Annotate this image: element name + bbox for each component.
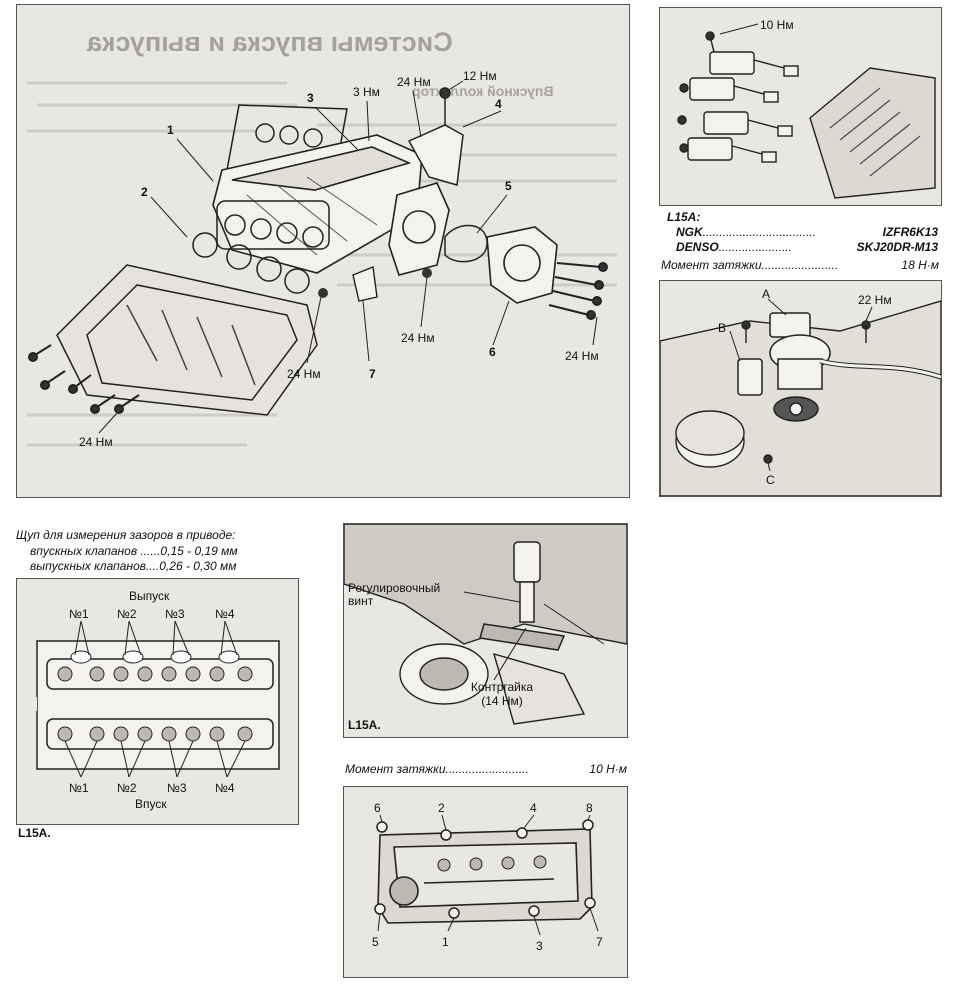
callout-2: 2 bbox=[141, 185, 148, 199]
feeler-gauge-title: Щуп для измерения зазоров в приводе: bbox=[16, 528, 236, 542]
denso-brand: DENSO bbox=[676, 240, 719, 254]
cover-bolt-7: 7 bbox=[596, 935, 603, 949]
intake-label: Впуск bbox=[135, 797, 167, 811]
torque-24nm-label-bottom: 24 Нм bbox=[79, 435, 113, 449]
intake-manifold-drawing bbox=[27, 80, 617, 447]
exhaust-cyl-3: №3 bbox=[165, 607, 185, 621]
cover-bolt-6: 6 bbox=[374, 801, 381, 815]
cover-bolt-2: 2 bbox=[438, 801, 445, 815]
callout-6: 6 bbox=[489, 345, 496, 359]
ignition-coil-figure: 10 Нм bbox=[659, 7, 942, 206]
callout-3: 3 bbox=[307, 91, 314, 105]
ngk-brand: NGK bbox=[676, 225, 703, 239]
exhaust-label: Выпуск bbox=[129, 589, 170, 603]
locknut-torque: (14 Нм) bbox=[481, 694, 523, 708]
exhaust-cyl-4: №4 bbox=[215, 607, 235, 621]
callout-5: 5 bbox=[505, 179, 512, 193]
adjust-figure-model: L15A. bbox=[348, 718, 381, 732]
valve-figure-model: L15A. bbox=[18, 826, 51, 840]
exhaust-cyl-2: №2 bbox=[117, 607, 137, 621]
egr-label-b: B bbox=[718, 321, 727, 335]
cover-torque-row: Момент затяжки .........................… bbox=[345, 762, 627, 776]
intake-cyl-3: №3 bbox=[167, 781, 187, 795]
callout-7: 7 bbox=[369, 367, 376, 381]
egr-valve-drawing bbox=[660, 298, 941, 496]
cover-bolt-8: 8 bbox=[586, 801, 593, 815]
rocker-arm-drawing bbox=[344, 524, 627, 725]
cover-bolt-5: 5 bbox=[372, 935, 379, 949]
intake-cyl-1: №1 bbox=[69, 781, 89, 795]
egr-label-c: C bbox=[766, 473, 775, 487]
cover-bolt-4: 4 bbox=[530, 801, 537, 815]
adjusting-screw-label-line1: Регулировочный bbox=[348, 581, 441, 595]
torque-12nm-label: 12 Нм bbox=[463, 69, 497, 83]
cylinder-head-top-view bbox=[31, 620, 280, 778]
ngk-code: IZFR6K13 bbox=[882, 225, 938, 239]
intake-cyl-2: №2 bbox=[117, 781, 137, 795]
egr-valve-figure: A B C 22 Нм bbox=[659, 280, 942, 497]
spark-plug-model: L15A: bbox=[667, 210, 701, 224]
spark-plug-torque-row: Момент затяжки ....................... 1… bbox=[661, 258, 939, 272]
valve-cover-drawing bbox=[374, 814, 599, 936]
spark-plug-torque-dots: ....................... bbox=[761, 258, 839, 272]
exhaust-cyl-1: №1 bbox=[69, 607, 89, 621]
locknut-name: Контргайка bbox=[470, 680, 534, 694]
intake-manifold-figure: Системы впуска и выпуска Впускной коллек… bbox=[16, 4, 630, 498]
adjusting-screw-label: Регулировочный винт bbox=[348, 582, 440, 608]
denso-code: SKJ20DR-M13 bbox=[856, 240, 938, 254]
torque-24nm-label-center: 24 Нм bbox=[401, 331, 435, 345]
ignition-coil-drawing bbox=[677, 23, 936, 199]
spark-plug-denso-row: DENSO ...................... SKJ20DR-M13 bbox=[676, 240, 938, 254]
torque-24nm-label-right: 24 Нм bbox=[565, 349, 599, 363]
coil-torque-label: 10 Нм bbox=[760, 18, 794, 32]
spark-plug-torque-caption: Момент затяжки bbox=[661, 258, 762, 272]
ngk-dots: .................................. bbox=[702, 225, 817, 239]
intake-cyl-4: №4 bbox=[215, 781, 235, 795]
cover-bolt-1: 1 bbox=[442, 935, 449, 949]
spark-plug-ngk-row: NGK .................................. I… bbox=[676, 225, 938, 239]
exhaust-clearance-spec: выпускных клапанов....0,26 - 0,30 мм bbox=[30, 559, 237, 573]
adjusting-screw-figure: Регулировочный винт Контргайка (14 Нм) L… bbox=[343, 523, 628, 738]
cover-torque-caption: Момент затяжки bbox=[345, 762, 446, 776]
adjusting-screw-label-line2: винт bbox=[348, 594, 374, 608]
valve-cover-figure: 6 2 4 8 5 1 3 7 bbox=[343, 786, 628, 978]
locknut-label: Контргайка (14 Нм) bbox=[462, 680, 542, 708]
egr-label-a: A bbox=[762, 287, 771, 301]
torque-3nm-label: 3 Нм bbox=[353, 85, 380, 99]
torque-24nm-label-top: 24 Нм bbox=[397, 75, 431, 89]
valve-clearance-figure: Выпуск №1 №2 №3 №4 №1 №2 №3 №4 Впуск bbox=[16, 578, 299, 825]
cover-torque-dots: ......................... bbox=[445, 762, 529, 776]
cover-bolt-3: 3 bbox=[536, 939, 543, 953]
callout-1: 1 bbox=[167, 123, 174, 137]
spark-plug-torque-value: 18 Н·м bbox=[901, 258, 939, 272]
callout-4: 4 bbox=[495, 97, 502, 111]
denso-dots: ...................... bbox=[718, 240, 793, 254]
intake-clearance-spec: впускных клапанов ......0,15 - 0,19 мм bbox=[30, 544, 238, 558]
egr-torque-label: 22 Нм bbox=[858, 293, 892, 307]
cover-torque-value: 10 Н·м bbox=[589, 762, 627, 776]
torque-24nm-label-left: 24 Нм bbox=[287, 367, 321, 381]
